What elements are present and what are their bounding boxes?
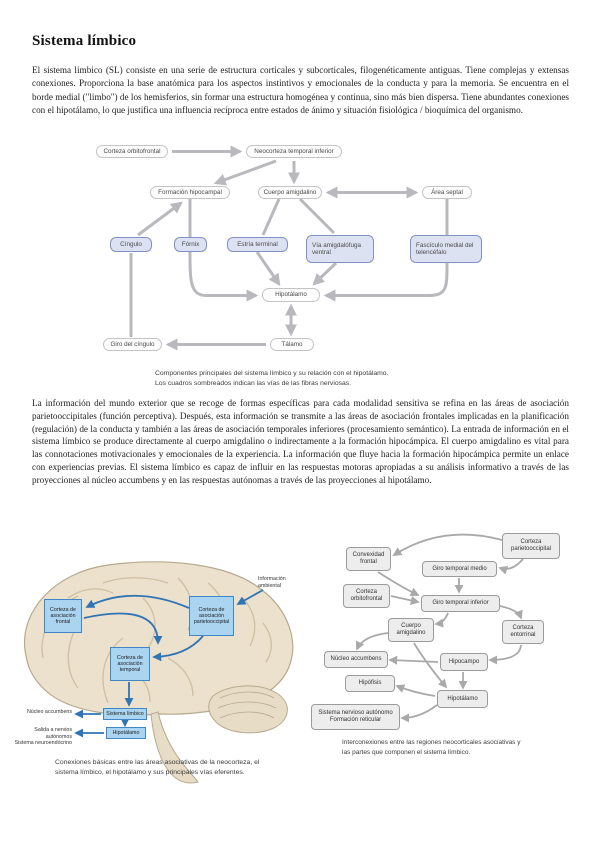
page-title: Sistema límbico xyxy=(32,33,137,49)
figure1-caption: Componentes principales del sistema límb… xyxy=(155,369,388,389)
node2-nucleo-accumbens: Núcleo accumbens xyxy=(324,651,388,668)
interconnection-flowchart-figure: Convexidad frontal Corteza parietooccipi… xyxy=(308,528,596,768)
figure1-caption-line2: Los cuadros sombreados indican las vías … xyxy=(155,379,352,387)
node-formacion-hipocampal: Formación hipocampal xyxy=(150,186,230,199)
node-giro-del-cingulo: Giro del cíngulo xyxy=(103,338,162,351)
label-informacion-ambiental: Información ambiental xyxy=(258,576,286,589)
interconnection-arrows xyxy=(355,533,524,723)
node2-corteza-entorrinal: Corteza entorrinal xyxy=(502,620,544,644)
node2-cuerpo-amigdalino: Cuerpo amigdalino xyxy=(388,618,434,642)
node-neocorteza-temporal-inferior: Neocorteza temporal inferior xyxy=(246,145,342,158)
node2-hipotalamo: Hipotálamo xyxy=(437,690,488,708)
label-sistema-limbico: Sistema límbico xyxy=(103,708,147,720)
figure1-caption-line1: Componentes principales del sistema límb… xyxy=(155,370,389,377)
label-nucleo-accumbens: Núcleo accumbens xyxy=(26,709,72,715)
node2-giro-temporal-medio: Giro temporal medio xyxy=(422,561,497,577)
pathway-arrows xyxy=(74,589,264,738)
node2-hipofisis: Hipófisis xyxy=(345,675,395,692)
node2-convexidad-frontal: Convexidad frontal xyxy=(346,547,391,571)
node2-corteza-parietooccipital: Corteza parietooccipital xyxy=(502,533,560,559)
node-corteza-orbitofrontal: Corteza orbitofrontal xyxy=(96,145,168,158)
label-salida-autonoma: Salida a nervios autónomos Sistema neuro… xyxy=(8,727,72,747)
label-hipotalamo-box: Hipotálamo xyxy=(106,727,146,739)
node-fornix: Fórnix xyxy=(174,237,207,252)
label-corteza-asociacion-frontal: Corteza de asociación frontal xyxy=(44,599,82,633)
cerebellum-striations xyxy=(217,691,277,719)
node2-sistema-nervioso-autonomo: Sistema nervioso autónomo Formación reti… xyxy=(311,704,400,730)
label-corteza-asociacion-parietooccipital: Corteza de asociación parietooccipital xyxy=(189,596,234,636)
figure2-caption: Interconexiones entre las regiones neoco… xyxy=(342,738,521,758)
label-salida-line1: Salida a nervios autónomos xyxy=(34,727,72,740)
node-estria-terminal: Estría terminal xyxy=(227,237,288,252)
intro-paragraph: El sistema límbico (SL) consiste en una … xyxy=(32,65,569,116)
brain-caption-line1: Conexiones básicas entre las áreas asoci… xyxy=(55,759,260,766)
brain-figure-caption: Conexiones básicas entre las áreas asoci… xyxy=(55,758,259,778)
brain-figure: Corteza de asociación frontal Corteza de… xyxy=(8,538,308,786)
limbic-flowchart-arrows xyxy=(129,145,449,351)
node2-hipocampo: Hipocampo xyxy=(440,653,488,671)
node2-corteza-orbitofrontal: Corteza orbitofrontal xyxy=(343,584,390,608)
node-via-amigdalofuga: Vía amigdalófuga ventral xyxy=(306,235,374,263)
figure2-caption-line2: las partes que componen el sistema límbi… xyxy=(342,748,471,756)
node-talamo: Tálamo xyxy=(270,338,314,351)
node2-snc-line2: Formación reticular xyxy=(329,717,382,723)
label-corteza-asociacion-temporal: Corteza de asociación temporal xyxy=(110,647,150,681)
figure2-caption-line1: Interconexiones entre las regiones neoco… xyxy=(342,739,521,746)
node-cingulo: Cíngulo xyxy=(110,237,152,252)
node-hipotalamo: Hipotálamo xyxy=(262,288,320,302)
node2-giro-temporal-inferior: Giro temporal inferior xyxy=(421,595,500,612)
label-salida-line2: Sistema neuroendócrino xyxy=(14,740,72,747)
node-cuerpo-amigdalino: Cuerpo amigdalino xyxy=(258,186,322,199)
node-area-septal: Área septal xyxy=(422,186,472,199)
node2-snc-line1: Sistema nervioso autónomo xyxy=(318,710,393,717)
node-fasciculo-medial: Fascículo medial del telencéfalo xyxy=(410,235,482,263)
second-paragraph: La información del mundo exterior que se… xyxy=(32,398,569,485)
limbic-flowchart-figure: Corteza orbitofrontal Neocorteza tempora… xyxy=(88,140,520,368)
brain-caption-line2: sistema límbico, el hipotálamo y sus pri… xyxy=(55,768,245,776)
